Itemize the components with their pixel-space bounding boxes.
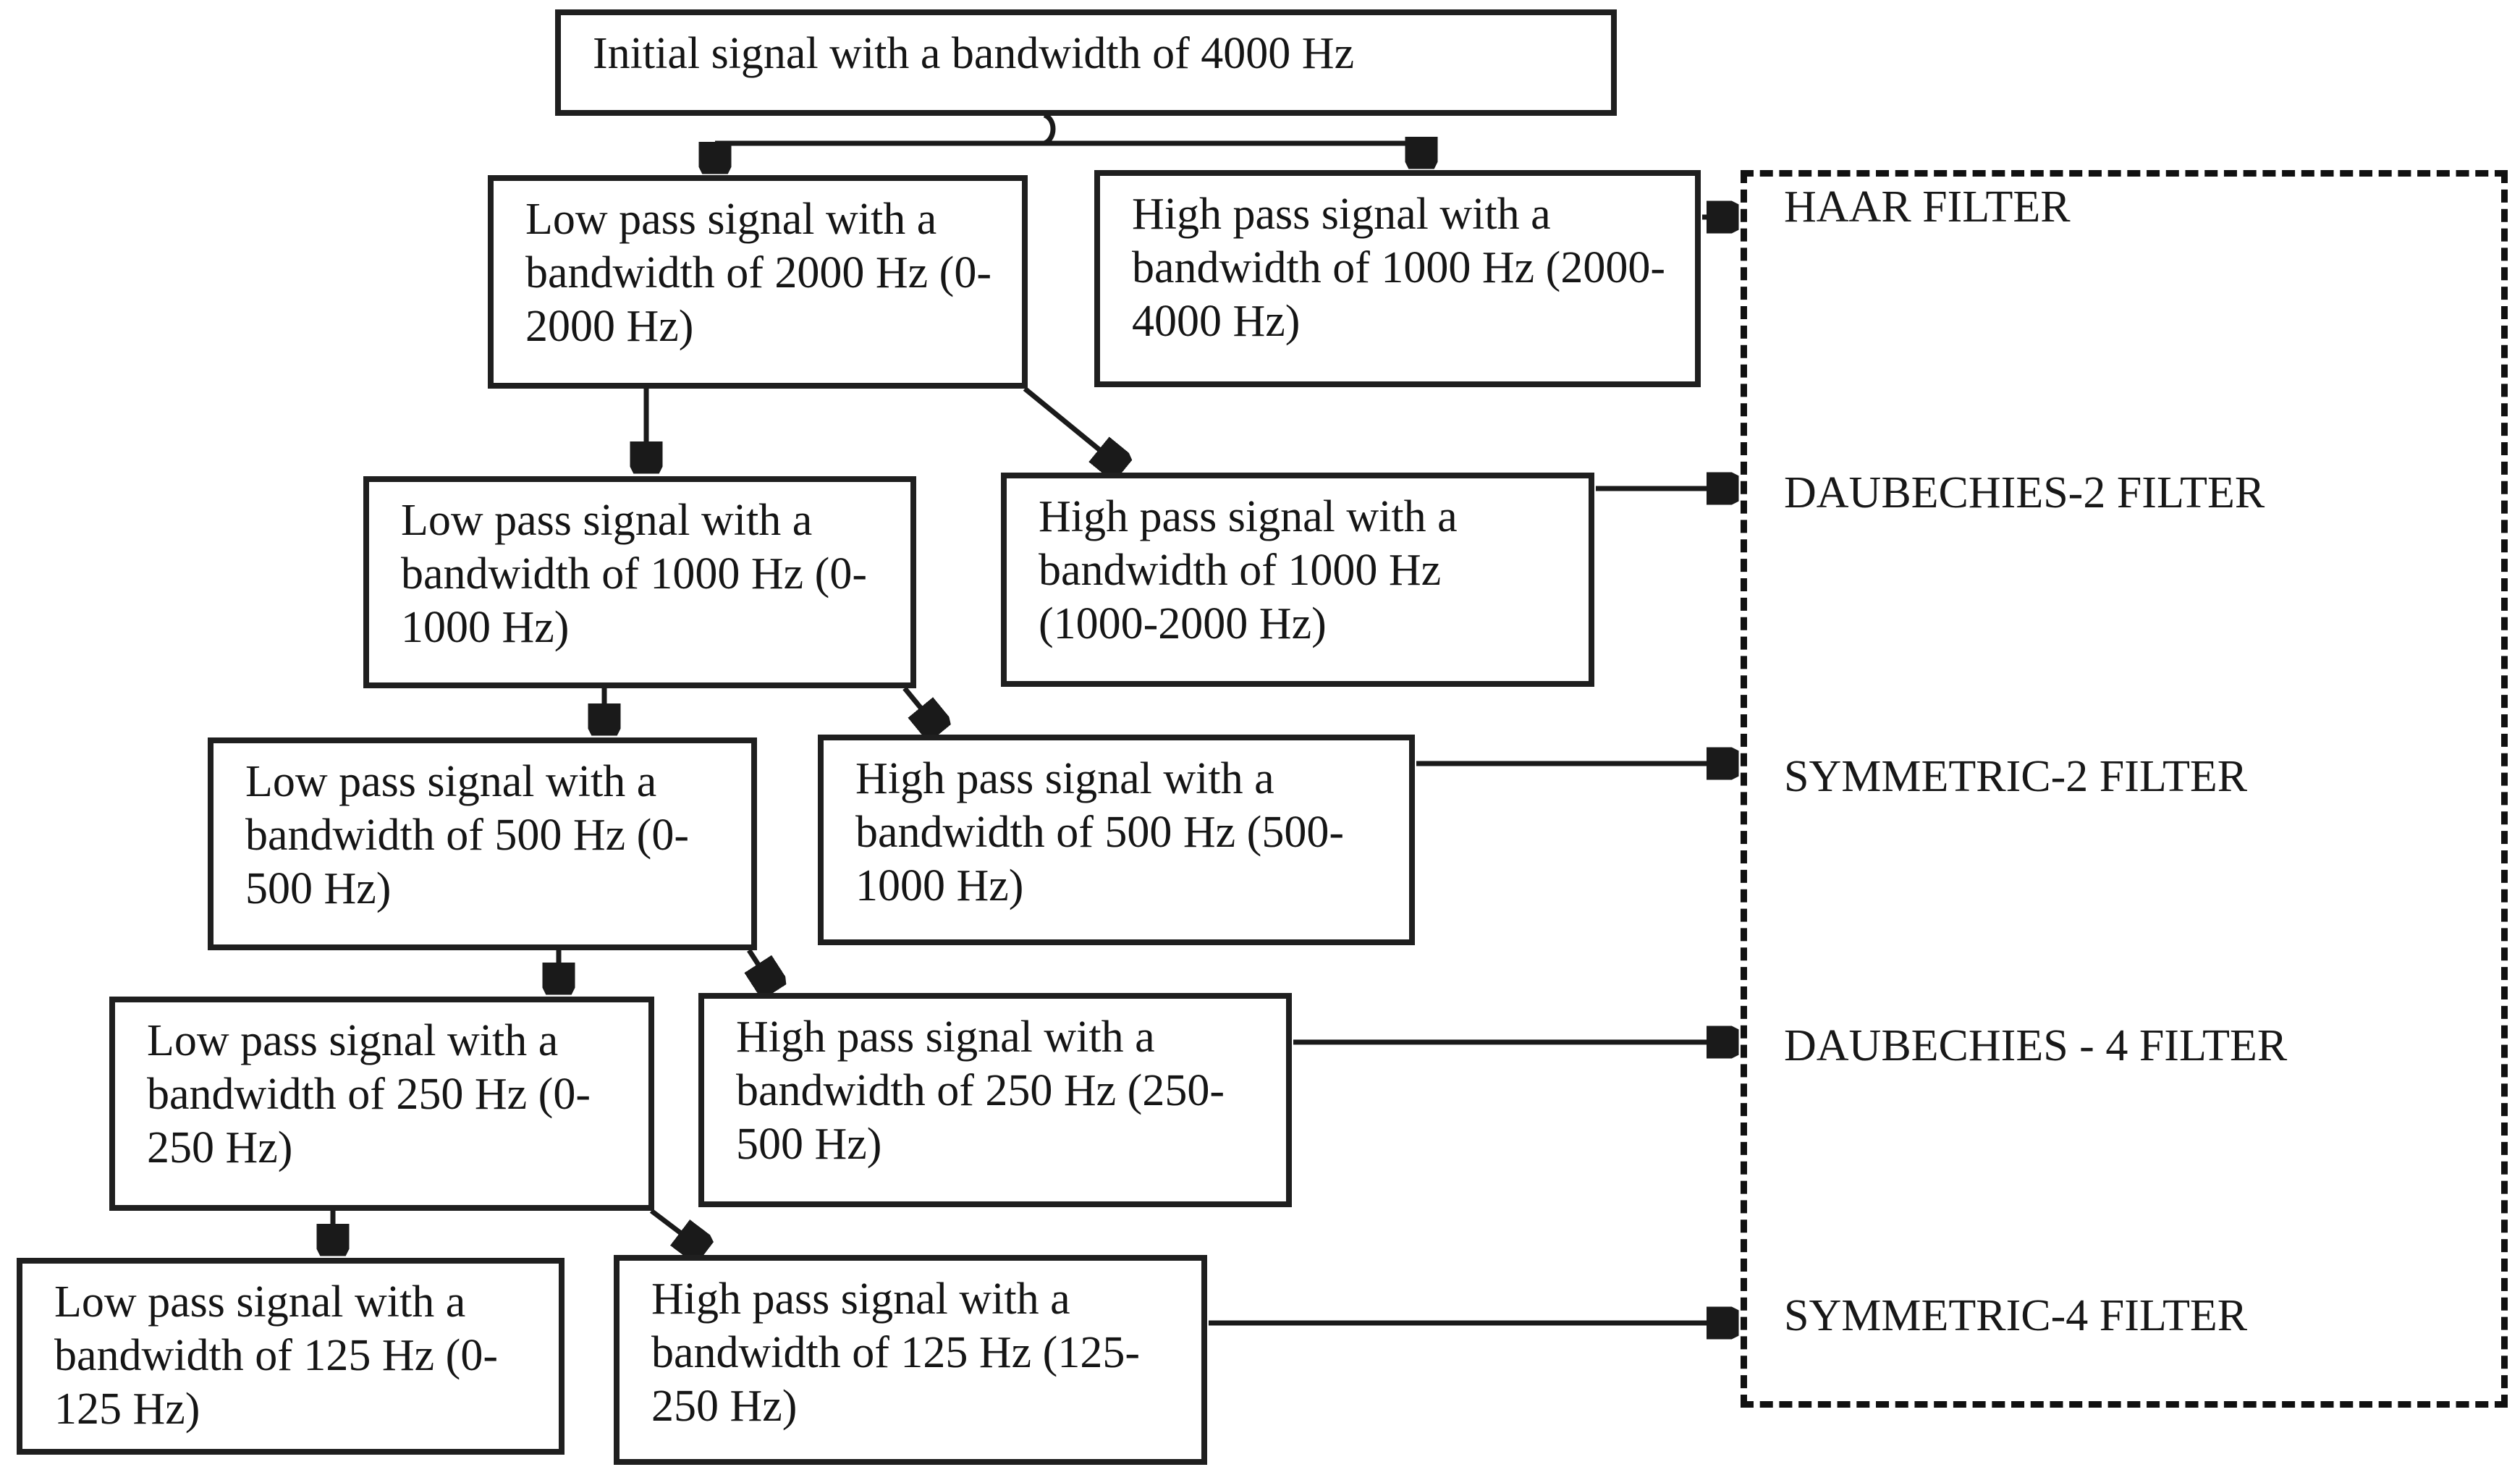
filter-label-symmetric-4: SYMMETRIC-4 FILTER	[1784, 1291, 2248, 1340]
filter-label-symmetric-2: SYMMETRIC-2 FILTER	[1784, 752, 2248, 801]
high-pass-box-level-1: High pass signal with a bandwidth of 100…	[1094, 170, 1701, 387]
high-pass-box-level-2: High pass signal with a bandwidth of 100…	[1001, 473, 1594, 687]
arrow-lp4-to-hp5	[649, 1209, 702, 1249]
low-pass-box-level-4: Low pass signal with a bandwidth of 250 …	[109, 997, 654, 1211]
low-pass-box-level-3: Low pass signal with a bandwidth of 500 …	[208, 737, 757, 950]
arrow-lp3-to-hp4	[749, 949, 773, 987]
initial-signal-box: Initial signal with a bandwidth of 4000 …	[555, 9, 1617, 116]
low-pass-box-level-2: Low pass signal with a bandwidth of 1000…	[363, 476, 916, 688]
filter-label-daubechies-2: DAUBECHIES-2 FILTER	[1784, 468, 2265, 517]
low-pass-box-level-1: Low pass signal with a bandwidth of 2000…	[488, 175, 1028, 389]
high-pass-box-level-3: High pass signal with a bandwidth of 500…	[818, 735, 1415, 945]
filter-label-haar: HAAR FILTER	[1784, 182, 2071, 232]
filter-group-dashed-box	[1741, 170, 2508, 1408]
arrow-root-split	[715, 112, 1421, 169]
low-pass-box-level-5: Low pass signal with a bandwidth of 125 …	[17, 1258, 565, 1455]
arrow-lp1-to-hp2	[1023, 386, 1120, 467]
high-pass-box-level-5: High pass signal with a bandwidth of 125…	[614, 1255, 1207, 1465]
filter-label-daubechies-4: DAUBECHIES - 4 FILTER	[1784, 1021, 2288, 1070]
high-pass-box-level-4: High pass signal with a bandwidth of 250…	[698, 993, 1292, 1207]
arrow-lp2-to-hp3	[902, 686, 938, 729]
